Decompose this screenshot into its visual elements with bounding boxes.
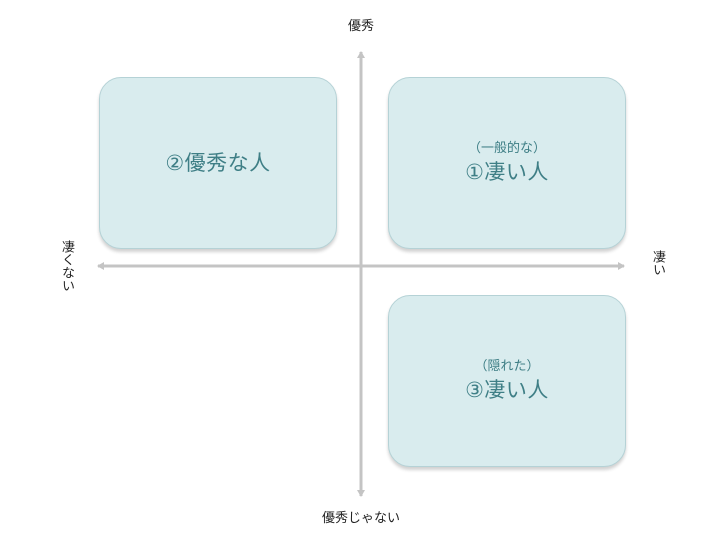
axis-label-bottom: 優秀じゃない: [322, 511, 401, 526]
axis-label-left: 凄くない: [59, 240, 74, 292]
quadrant-caption: （隠れた）: [474, 359, 540, 374]
quadrant-caption: （一般的な）: [467, 141, 546, 156]
quadrant-title: ③凄い人: [465, 378, 549, 402]
quadrant-top-right: （一般的な） ①凄い人: [388, 77, 626, 249]
axis-label-top: 優秀: [348, 19, 375, 34]
quadrant-top-left: ②優秀な人: [99, 77, 337, 249]
quadrant-title: ①凄い人: [465, 160, 549, 184]
axis-label-right: 凄い: [650, 250, 665, 276]
quadrant-title: ②優秀な人: [165, 151, 271, 175]
quadrant-bottom-right: （隠れた） ③凄い人: [388, 295, 626, 467]
